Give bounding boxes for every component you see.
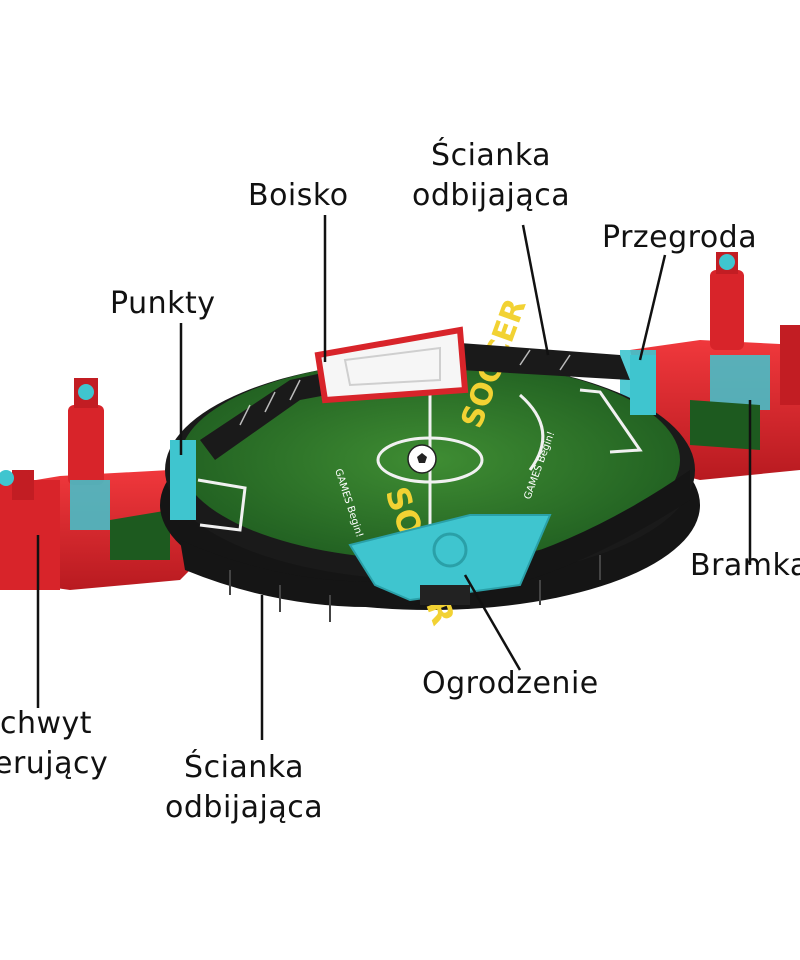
label-scianka-bottom: Ścianka odbijająca [165,748,323,828]
left-goal [170,440,196,520]
label-ogrodzenie: Ogrodzenie [422,664,599,704]
line-scianka-top [521,224,550,356]
label-boisko: Boisko [248,176,349,216]
soccer-ball-icon [407,444,437,474]
label-scianka-bottom-line2: odbijająca [165,790,324,825]
label-uchwyt-line1: chwyt [0,706,93,741]
label-uchwyt: chwyt erujący [0,704,108,784]
label-scianka-bottom-line1: Ścianka [184,750,305,785]
top-goal [314,326,469,404]
label-scianka-top: Ścianka odbijająca [412,136,570,216]
label-bramka-text: Bramka [690,548,800,583]
line-ogrodzenie [463,574,522,671]
label-ogrodzenie-text: Ogrodzenie [422,666,599,701]
label-punkty-text: Punkty [110,286,216,321]
label-przegroda: Przegroda [602,218,757,258]
left-handle-assembly [0,378,200,590]
label-boisko-text: Boisko [248,178,349,213]
label-punkty: Punkty [110,284,215,324]
line-przegroda [638,254,667,361]
callout-lines [36,215,752,740]
label-bramka: Bramka [690,546,800,586]
label-scianka-top-line2: odbijająca [412,178,571,213]
center-launcher [348,514,552,605]
pitch: SOCCER SOCCER GAMES Begin! GAMES Begin! [160,294,700,630]
back-fence [200,343,630,460]
label-scianka-top-line1: Ścianka [431,138,552,173]
label-uchwyt-line2: erujący [0,746,109,781]
label-przegroda-text: Przegroda [602,220,758,255]
right-goal [630,355,656,415]
